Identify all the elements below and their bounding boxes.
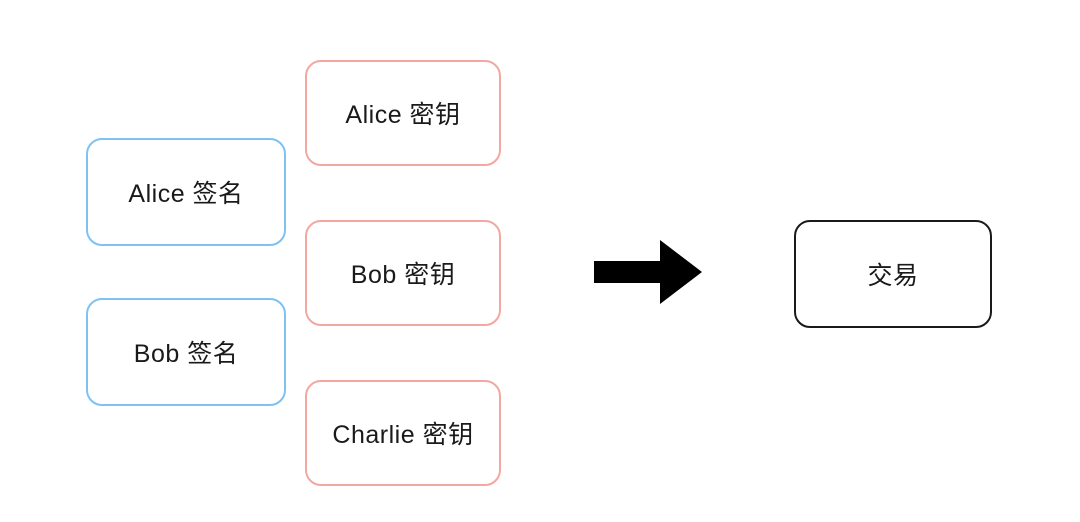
alice-key-box: Alice 密钥 — [305, 60, 501, 166]
alice-signature-box: Alice 签名 — [86, 138, 286, 246]
charlie-key-label: Charlie 密钥 — [332, 421, 474, 449]
alice-key-label: Alice 密钥 — [345, 101, 461, 129]
transaction-label: 交易 — [867, 262, 919, 290]
bob-signature-box: Bob 签名 — [86, 298, 286, 406]
bob-key-box: Bob 密钥 — [305, 220, 501, 326]
transaction-box: 交易 — [794, 220, 992, 328]
right-arrow-icon — [594, 240, 702, 304]
bob-key-label: Bob 密钥 — [350, 261, 456, 289]
charlie-key-box: Charlie 密钥 — [305, 380, 501, 486]
alice-signature-label: Alice 签名 — [128, 180, 244, 208]
bob-signature-label: Bob 签名 — [133, 340, 239, 368]
